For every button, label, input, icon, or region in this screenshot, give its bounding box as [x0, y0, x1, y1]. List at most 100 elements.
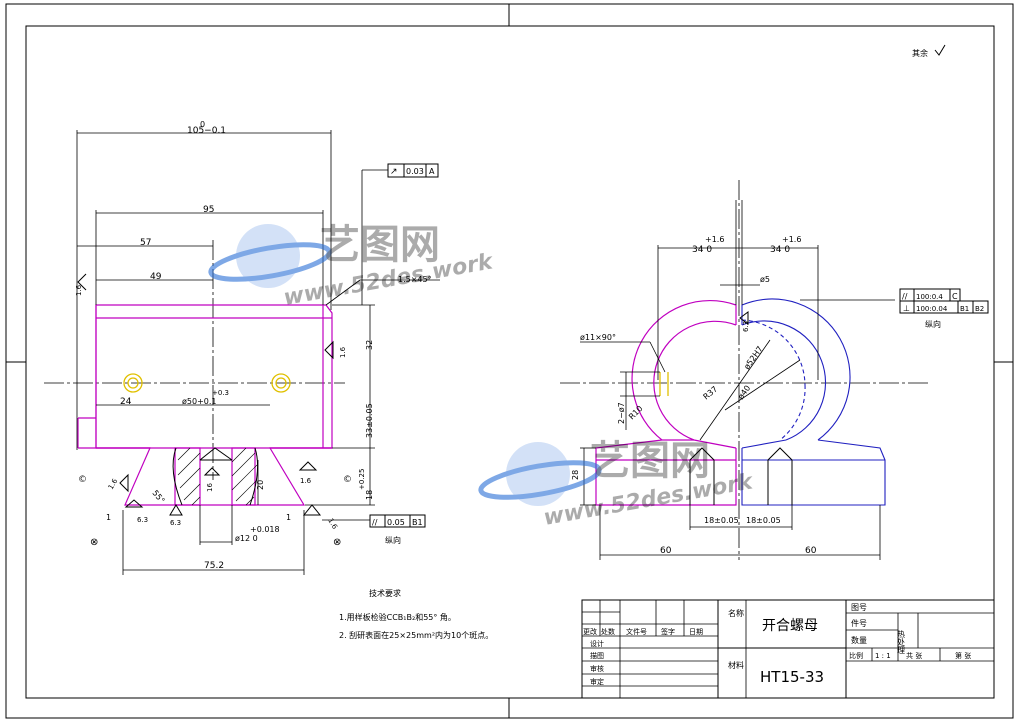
svg-text:共 张: 共 张 — [906, 651, 922, 660]
watermark-left: 艺图网 www.52des.work — [208, 222, 496, 311]
svg-text:6.3: 6.3 — [742, 321, 750, 332]
corner-note-text: 其余 — [912, 48, 928, 58]
left-view: ↗ 0.03 A // 0.05 B1 纵向 © © ⊗ ⊗ — [44, 120, 440, 575]
right-outer-arc-right — [741, 298, 851, 441]
svg-text:A: A — [429, 167, 435, 176]
left-body-outline — [95, 304, 333, 449]
svg-text:16: 16 — [206, 483, 214, 492]
svg-text:⊥: ⊥ — [903, 304, 910, 313]
svg-text:60: 60 — [660, 546, 672, 556]
svg-text:ø5: ø5 — [760, 275, 770, 284]
svg-text:95: 95 — [203, 205, 214, 215]
svg-text:1.6: 1.6 — [107, 477, 120, 491]
svg-text:33±0.05: 33±0.05 — [365, 403, 374, 438]
svg-text:1.6: 1.6 — [339, 346, 347, 358]
svg-text:B1: B1 — [412, 518, 423, 527]
left-pin-holes — [123, 373, 291, 393]
gdt-runout-frame: ↗ 0.03 A — [387, 163, 439, 178]
roughness-symbol — [739, 311, 749, 325]
datum-marker-icon: © — [78, 475, 87, 485]
svg-text:1.6: 1.6 — [75, 284, 83, 296]
svg-text:B1: B1 — [960, 305, 969, 313]
svg-text:1: 1 — [106, 513, 111, 522]
svg-text:数量: 数量 — [851, 635, 867, 645]
svg-text:34 0: 34 0 — [692, 245, 712, 255]
svg-text:C: C — [952, 292, 958, 301]
svg-text:设计: 设计 — [590, 639, 604, 648]
gdt-parallel-frame: // 0.05 B1 — [369, 514, 426, 528]
svg-text:R37: R37 — [702, 385, 720, 402]
roughness-check-icon — [934, 44, 946, 56]
svg-text:1.5×45°: 1.5×45° — [398, 275, 432, 284]
svg-text:描图: 描图 — [590, 651, 604, 660]
svg-text:文件号: 文件号 — [626, 627, 647, 636]
svg-text:审核: 审核 — [590, 664, 604, 673]
technical-requirements: 技术要求 1.用样板检验CCB₁B₂和55° 角。 2. 刮研表面在25×25m… — [339, 588, 493, 640]
title-block: 名称 开合螺母 材料 HT15-33 图号 件号 数量 热处理 比例 1 : 1… — [581, 599, 995, 699]
svg-text:100:0.4: 100:0.4 — [916, 293, 943, 301]
svg-text:6.3: 6.3 — [170, 519, 181, 527]
svg-text:34 0: 34 0 — [770, 245, 790, 255]
gdt-parallel-right-frame: // 100:0.4 C — [899, 288, 961, 302]
part-name: 开合螺母 — [762, 618, 818, 634]
svg-text:0.05: 0.05 — [387, 518, 405, 527]
svg-text:1.6: 1.6 — [326, 517, 339, 531]
svg-text:+0.25: +0.25 — [358, 469, 366, 490]
svg-text:艺图网: 艺图网 — [320, 222, 440, 268]
svg-text:55°: 55° — [150, 489, 166, 506]
svg-text:75.2: 75.2 — [204, 561, 224, 571]
roughness-symbols — [77, 273, 334, 516]
svg-text:32: 32 — [365, 340, 374, 350]
svg-text:更改: 更改 — [583, 627, 597, 636]
sheet-frame — [5, 3, 1014, 719]
svg-text:49: 49 — [150, 272, 162, 282]
svg-text:↗: ↗ — [390, 167, 398, 177]
svg-text:18: 18 — [365, 490, 374, 500]
svg-text:审定: 审定 — [590, 677, 604, 686]
svg-text:1: 1 — [286, 513, 291, 522]
svg-text:热处理: 热处理 — [897, 629, 906, 654]
svg-text:+0.018: +0.018 — [250, 525, 280, 534]
center-mark-icon: ⊗ — [333, 537, 341, 548]
datum-marker-icon: © — [343, 475, 352, 485]
svg-text:件号: 件号 — [851, 618, 867, 628]
svg-text:日期: 日期 — [689, 628, 703, 636]
svg-text://: // — [902, 292, 908, 301]
svg-text:18±0.05: 18±0.05 — [746, 516, 781, 525]
notes-line-2: 2. 刮研表面在25×25mm²内为10个斑点。 — [339, 630, 493, 640]
svg-text:处数: 处数 — [601, 627, 615, 636]
svg-text:+1.6: +1.6 — [705, 235, 724, 244]
svg-text:18±0.05: 18±0.05 — [704, 516, 739, 525]
svg-text:ø11×90°: ø11×90° — [580, 333, 616, 342]
svg-text:6.3: 6.3 — [137, 516, 148, 524]
notes-title: 技术要求 — [369, 588, 401, 598]
svg-text:+0.3: +0.3 — [212, 389, 229, 397]
svg-text:B2: B2 — [975, 305, 984, 313]
corner-roughness-note: 其余 — [912, 44, 946, 58]
svg-text:2−ø7: 2−ø7 — [617, 402, 626, 424]
section-hatch — [177, 447, 258, 506]
svg-text:比例: 比例 — [849, 651, 863, 660]
svg-text:0.03: 0.03 — [406, 167, 424, 176]
svg-text:57: 57 — [140, 238, 151, 248]
gdt-perpendicular-frame: ⊥ 100:0.04 B1 B2 — [899, 300, 989, 314]
svg-text://: // — [372, 518, 378, 527]
svg-text:24: 24 — [120, 397, 132, 407]
svg-text:ø12 0: ø12 0 — [235, 534, 258, 543]
svg-text:1.6: 1.6 — [300, 477, 312, 485]
center-mark-icon: ⊗ — [90, 537, 98, 548]
svg-text:60: 60 — [805, 546, 817, 556]
svg-text:105−0.1: 105−0.1 — [187, 126, 226, 136]
svg-text:0: 0 — [200, 120, 205, 129]
svg-text:28: 28 — [571, 470, 580, 480]
svg-text:材料: 材料 — [728, 660, 744, 670]
svg-text:1 : 1: 1 : 1 — [875, 652, 891, 660]
left-section-label: 纵向 — [385, 535, 401, 545]
svg-text:100:0.04: 100:0.04 — [916, 305, 948, 313]
svg-text:第 张: 第 张 — [955, 651, 971, 660]
dovetail-profile — [96, 447, 332, 506]
svg-text:签字: 签字 — [661, 627, 675, 636]
material-code: HT15-33 — [760, 668, 824, 686]
svg-text:名称: 名称 — [728, 608, 744, 618]
